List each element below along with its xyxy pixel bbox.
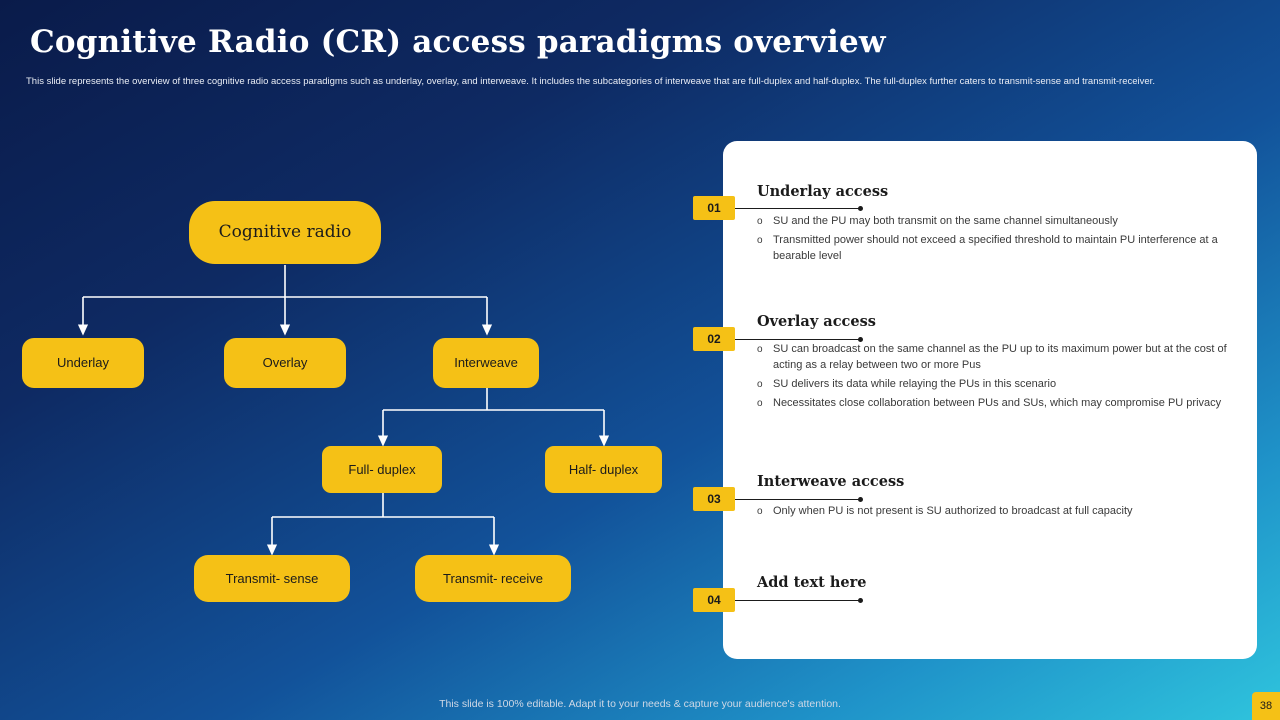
section-bullets-underlay: o SU and the PU may both transmit on the … (757, 213, 1247, 267)
leader-line-04 (735, 600, 860, 601)
page-title: Cognitive Radio (CR) access paradigms ov… (30, 24, 886, 60)
bullet-text: SU delivers its data while relaying the … (773, 378, 1057, 390)
list-item: o SU can broadcast on the same channel as… (757, 341, 1252, 373)
footer-note: This slide is 100% editable. Adapt it to… (439, 698, 841, 710)
leader-dot-04 (858, 598, 863, 603)
bullet-text: SU and the PU may both transmit on the s… (773, 215, 1118, 227)
badge-01[interactable]: 01 (693, 196, 735, 220)
bullet-marker-icon: o (757, 379, 763, 390)
page-number: 38 (1252, 692, 1280, 720)
bullet-text: SU can broadcast on the same channel as … (773, 343, 1227, 371)
section-bullets-interweave: o Only when PU is not present is SU autho… (757, 503, 1247, 522)
flow-connectors (77, 324, 610, 556)
section-title-add-text[interactable]: Add text here (757, 574, 867, 591)
node-half-duplex[interactable]: Half- duplex (545, 446, 662, 493)
section-bullets-overlay: o SU can broadcast on the same channel as… (757, 341, 1252, 414)
node-overlay[interactable]: Overlay (224, 338, 346, 388)
badge-02[interactable]: 02 (693, 327, 735, 351)
list-item: o Only when PU is not present is SU autho… (757, 503, 1247, 519)
page-subtitle: This slide represents the overview of th… (26, 76, 1155, 87)
badge-04[interactable]: 04 (693, 588, 735, 612)
bullet-marker-icon: o (757, 216, 763, 227)
node-transmit-sense[interactable]: Transmit- sense (194, 555, 350, 602)
bullet-marker-icon: o (757, 398, 763, 409)
leader-dot-03 (858, 497, 863, 502)
bullet-marker-icon: o (757, 235, 763, 246)
node-cognitive-radio[interactable]: Cognitive radio (189, 201, 381, 264)
node-full-duplex[interactable]: Full- duplex (322, 446, 442, 493)
node-underlay[interactable]: Underlay (22, 338, 144, 388)
section-title-interweave: Interweave access (757, 473, 905, 490)
node-transmit-receive[interactable]: Transmit- receive (415, 555, 571, 602)
list-item: o SU and the PU may both transmit on the … (757, 213, 1247, 229)
leader-dot-01 (858, 206, 863, 211)
section-title-underlay: Underlay access (757, 183, 889, 200)
bullet-marker-icon: o (757, 344, 763, 355)
bullet-text: Only when PU is not present is SU author… (773, 505, 1133, 517)
section-title-overlay: Overlay access (757, 313, 876, 330)
bullet-marker-icon: o (757, 506, 763, 517)
bullet-text: Transmitted power should not exceed a sp… (773, 234, 1218, 262)
badge-03[interactable]: 03 (693, 487, 735, 511)
list-item: o SU delivers its data while relaying the… (757, 376, 1252, 392)
list-item: o Necessitates close collaboration betwee… (757, 395, 1252, 411)
details-panel (723, 141, 1257, 659)
leader-line-02 (735, 339, 860, 340)
leader-line-03 (735, 499, 860, 500)
leader-dot-02 (858, 337, 863, 342)
flow-diagram: Cognitive radio Underlay Overlay Interwe… (22, 201, 662, 602)
leader-line-01 (735, 208, 860, 209)
list-item: o Transmitted power should not exceed a s… (757, 232, 1247, 264)
bullet-text: Necessitates close collaboration between… (773, 397, 1222, 409)
node-interweave[interactable]: Interweave (433, 338, 539, 388)
